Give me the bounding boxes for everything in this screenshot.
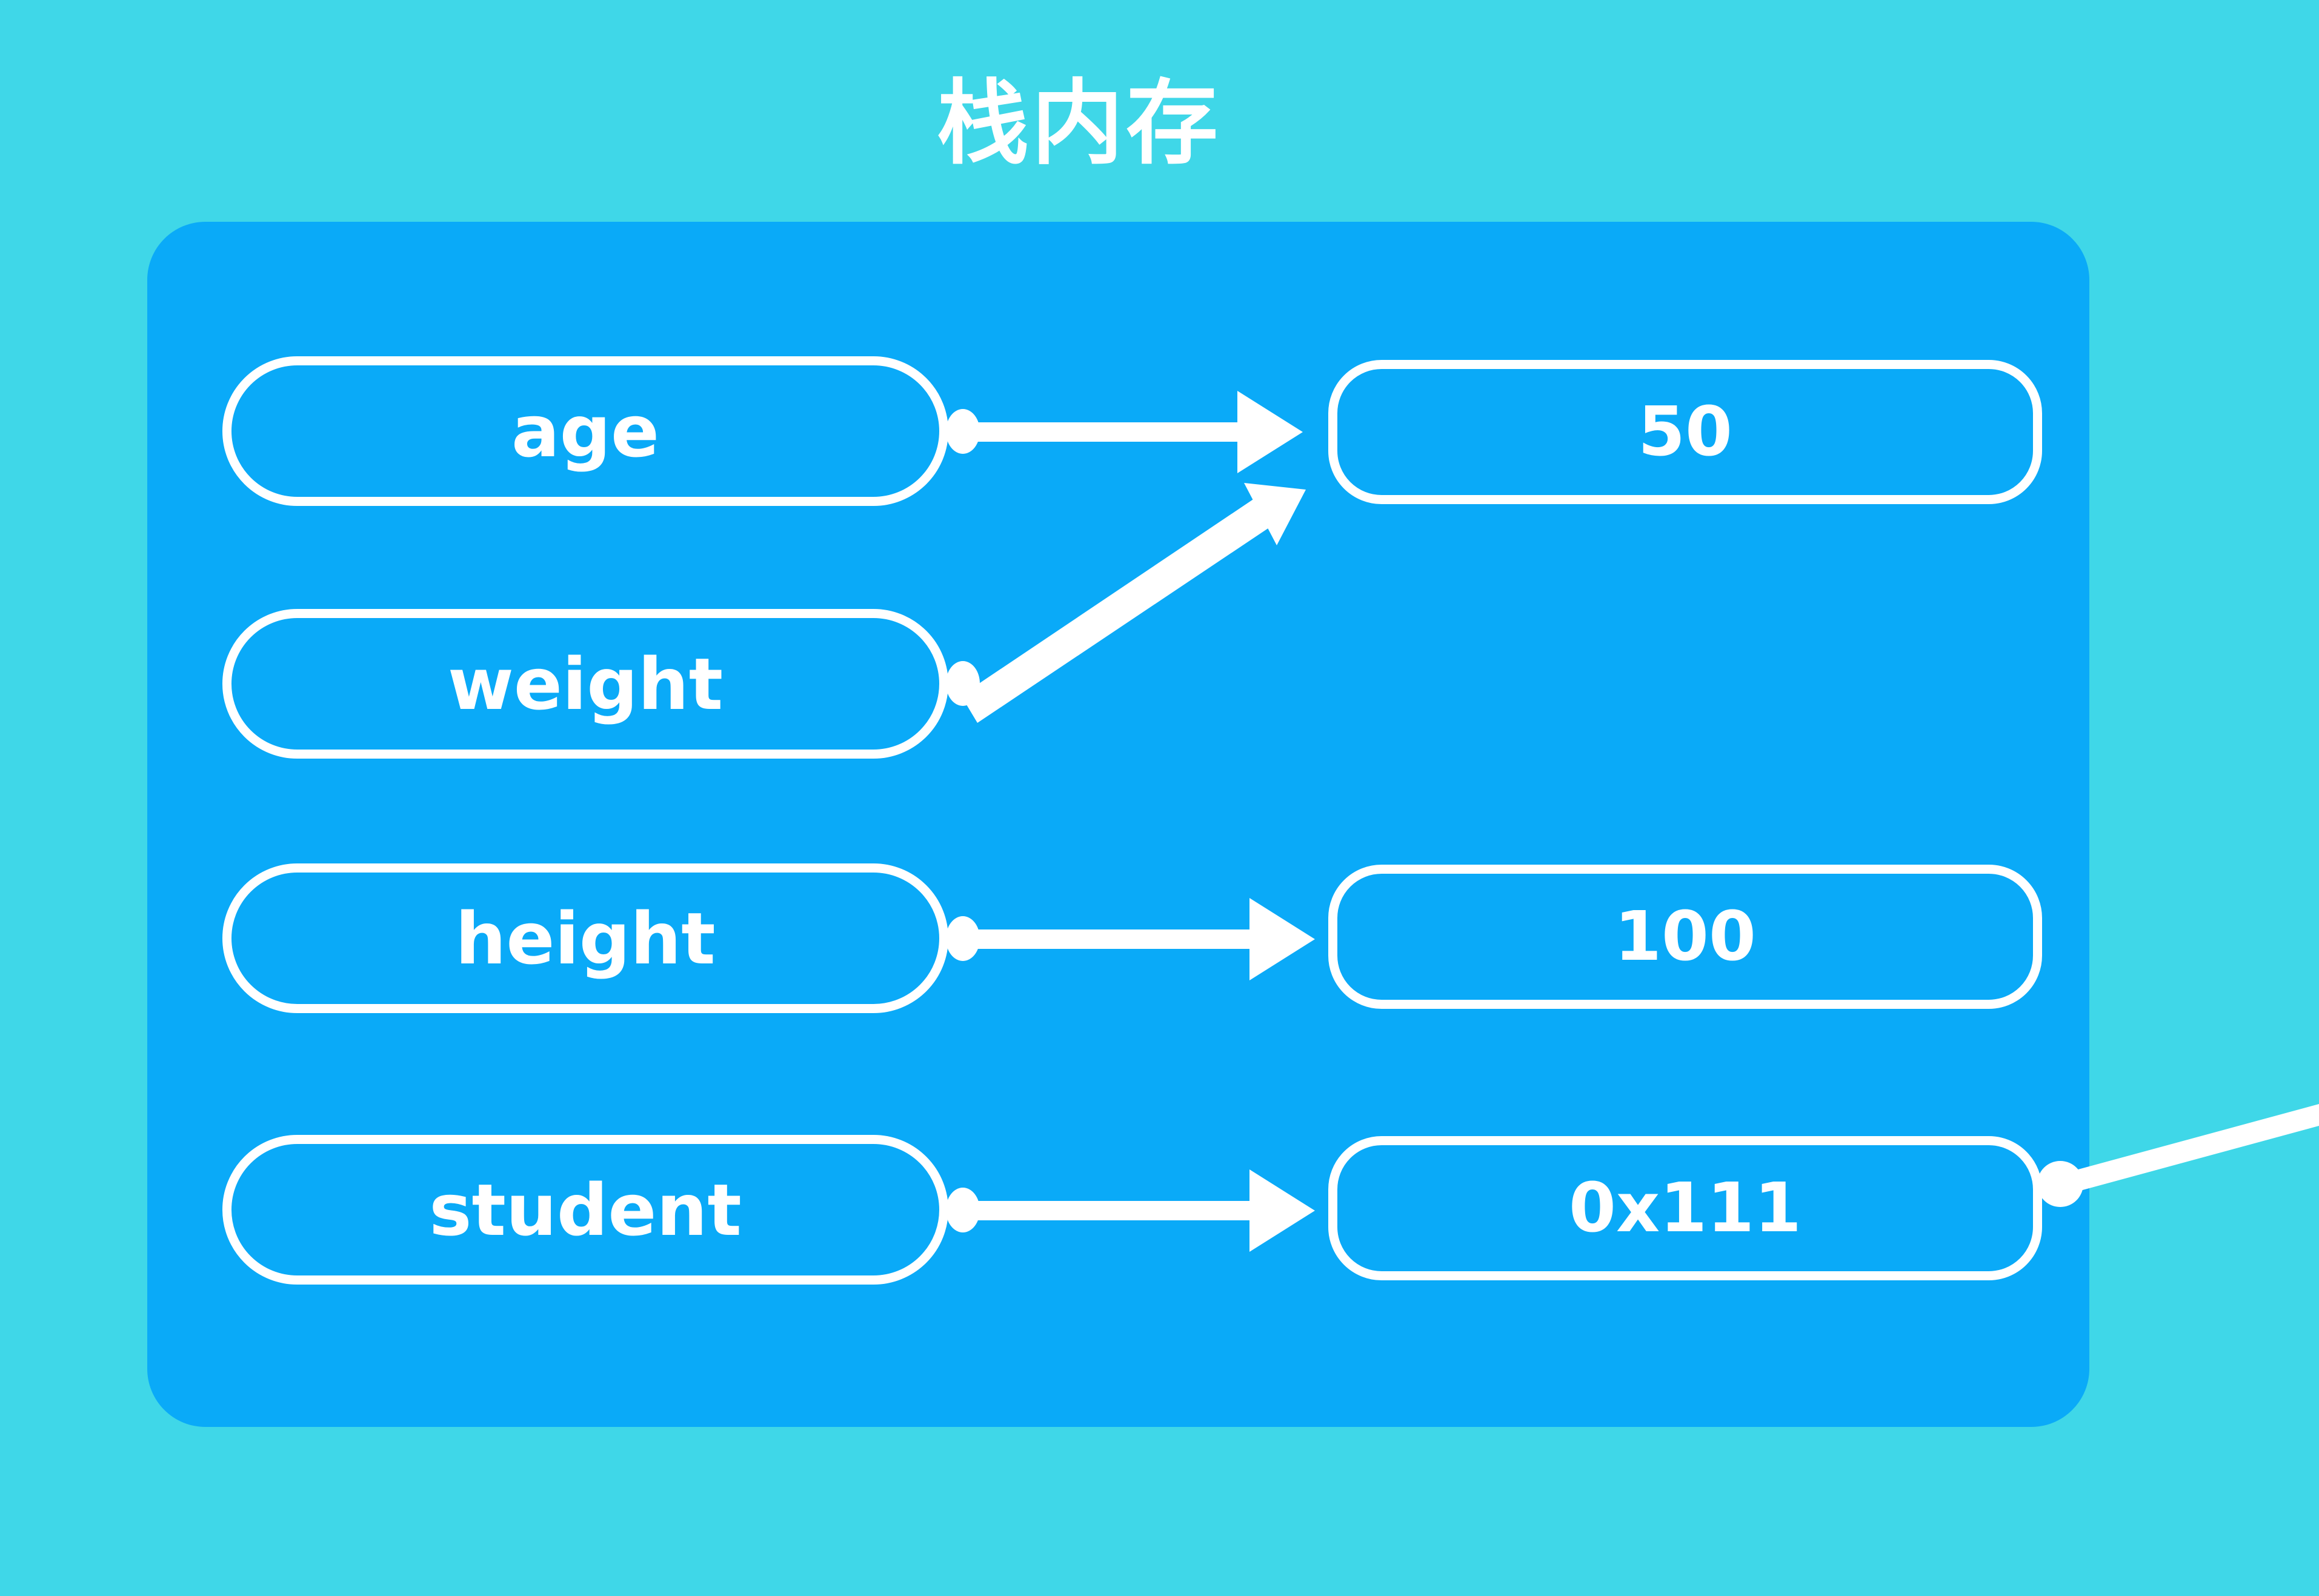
value-box-0x111[interactable]: 0x111 [1328, 1136, 2042, 1280]
value-box-50[interactable]: 50 [1328, 360, 2042, 504]
variable-box-age[interactable]: age [222, 356, 948, 506]
variable-box-student[interactable]: student [222, 1135, 948, 1285]
value-box-100[interactable]: 100 [1328, 865, 2042, 1009]
variable-box-weight[interactable]: weight [222, 609, 948, 759]
connector-line-heap [2060, 1104, 2319, 1196]
page-title: 栈内存 [937, 70, 1220, 177]
variable-box-height[interactable]: height [222, 863, 948, 1013]
